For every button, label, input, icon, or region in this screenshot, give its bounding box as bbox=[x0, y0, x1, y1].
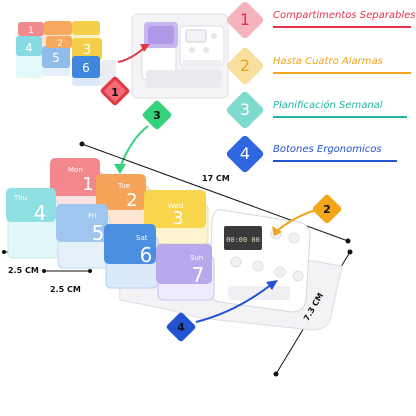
small-cell-6-num: 6 bbox=[82, 61, 90, 75]
feature-3-number: 3 bbox=[239, 100, 251, 119]
callout-badge-2: 2 bbox=[312, 194, 342, 224]
small-cell-6: 6 bbox=[72, 56, 100, 86]
feature-4-label: Botones Ergonomicos bbox=[273, 144, 382, 155]
day-num-sat: 6 bbox=[140, 243, 153, 267]
set-button[interactable] bbox=[292, 270, 304, 282]
cell-dimension-b bbox=[42, 269, 92, 273]
feature-1-label: Compartimentos Separables bbox=[273, 10, 416, 21]
feature-3-label: Planificación Semanal bbox=[273, 100, 383, 111]
callout-4-num: 4 bbox=[177, 321, 185, 334]
arrow-head-4 bbox=[266, 280, 278, 290]
callout-badge-1: 1 bbox=[100, 76, 130, 106]
lcd-screen bbox=[224, 226, 262, 250]
small-pill-set: 1 4 5 3 2 6 bbox=[16, 21, 116, 88]
day-num-wed: 3 bbox=[172, 208, 183, 229]
arrow-feature-3 bbox=[119, 125, 149, 169]
alarm-button-3[interactable] bbox=[230, 256, 242, 268]
day-num-mon: 1 bbox=[82, 174, 93, 195]
day-cell-fri: Fri 5 bbox=[56, 204, 111, 269]
small-cell-4-num: 4 bbox=[25, 41, 33, 55]
clock-display: 00:00 00 bbox=[226, 236, 260, 244]
arrow-head-1 bbox=[140, 44, 150, 52]
feature-2-label: Hasta Cuatro Alarmas bbox=[273, 56, 383, 67]
callout-1-num: 1 bbox=[111, 86, 119, 99]
arrow-head-2 bbox=[272, 226, 282, 236]
small-cell-5: 5 bbox=[42, 46, 70, 76]
alarm-button-4[interactable] bbox=[252, 260, 264, 272]
day-label-fri: Fri bbox=[88, 212, 96, 220]
feature-item-2: 2 Hasta Cuatro Alarmas bbox=[225, 46, 416, 88]
day-label-wed: Wed bbox=[168, 202, 183, 210]
mode-button[interactable] bbox=[274, 266, 286, 278]
cell-b-label: 2.5 CM bbox=[50, 285, 81, 294]
alarm-button-2[interactable] bbox=[288, 232, 300, 244]
day-cell-thu: Thu 4 bbox=[6, 188, 59, 259]
separated-case-detail bbox=[131, 13, 229, 99]
feature-1-number: 1 bbox=[239, 10, 251, 29]
day-label-sat: Sat bbox=[136, 234, 148, 242]
main-pill-box: 00:00 00 Mon 1 Tue 2 Wed 3 bbox=[6, 158, 343, 331]
day-label-mon: Mon bbox=[68, 166, 83, 174]
feature-item-1: 1 Compartimentos Separables bbox=[225, 0, 416, 42]
feature-1-underline bbox=[273, 26, 411, 28]
feature-item-4: 4 Botones Ergonomicos bbox=[225, 134, 416, 176]
small-cell-3-num: 3 bbox=[83, 43, 91, 58]
electronic-unit: 00:00 00 bbox=[209, 209, 311, 313]
arrow-feature-1 bbox=[117, 47, 145, 63]
small-cell-4: 4 bbox=[16, 36, 42, 78]
day-label-sun: Sun bbox=[190, 254, 203, 262]
arrow-feature-2 bbox=[277, 209, 317, 231]
arrow-head-3 bbox=[114, 164, 126, 174]
length-label: 17 CM bbox=[202, 174, 230, 183]
day-cell-sun: Sun 7 bbox=[156, 244, 215, 301]
feature-3-underline bbox=[273, 116, 407, 118]
day-cell-tue: Tue 2 bbox=[96, 174, 151, 229]
day-cell-wed: Wed 3 bbox=[144, 190, 209, 245]
callout-2-num: 2 bbox=[323, 203, 331, 216]
feature-2-underline bbox=[273, 72, 411, 74]
small-cell-2-num: 2 bbox=[57, 39, 63, 49]
callout-3-num: 3 bbox=[153, 109, 161, 122]
day-num-tue: 2 bbox=[126, 190, 137, 211]
day-num-sun: 7 bbox=[192, 263, 205, 287]
day-cell-sat: Sat 6 bbox=[104, 224, 159, 289]
feature-item-3: 3 Planificación Semanal bbox=[225, 90, 416, 132]
callout-badge-3: 3 bbox=[142, 100, 172, 130]
day-label-tue: Tue bbox=[117, 182, 130, 190]
callout-badge-4: 4 bbox=[166, 312, 196, 342]
small-cell-2-front: 2 bbox=[46, 36, 72, 49]
feature-4-underline bbox=[273, 160, 397, 162]
small-cell-1-num: 1 bbox=[28, 26, 34, 36]
day-num-fri: 5 bbox=[92, 221, 105, 245]
cell-a-label: 2.5 CM bbox=[8, 266, 39, 275]
feature-2-number: 2 bbox=[239, 56, 251, 75]
day-num-thu: 4 bbox=[34, 201, 47, 225]
arrow-feature-4 bbox=[195, 283, 273, 323]
small-cell-3-front: 3 bbox=[72, 38, 102, 60]
small-cell-5-num: 5 bbox=[52, 51, 60, 65]
feature-4-number: 4 bbox=[239, 144, 251, 163]
day-label-thu: Thu bbox=[13, 194, 27, 202]
